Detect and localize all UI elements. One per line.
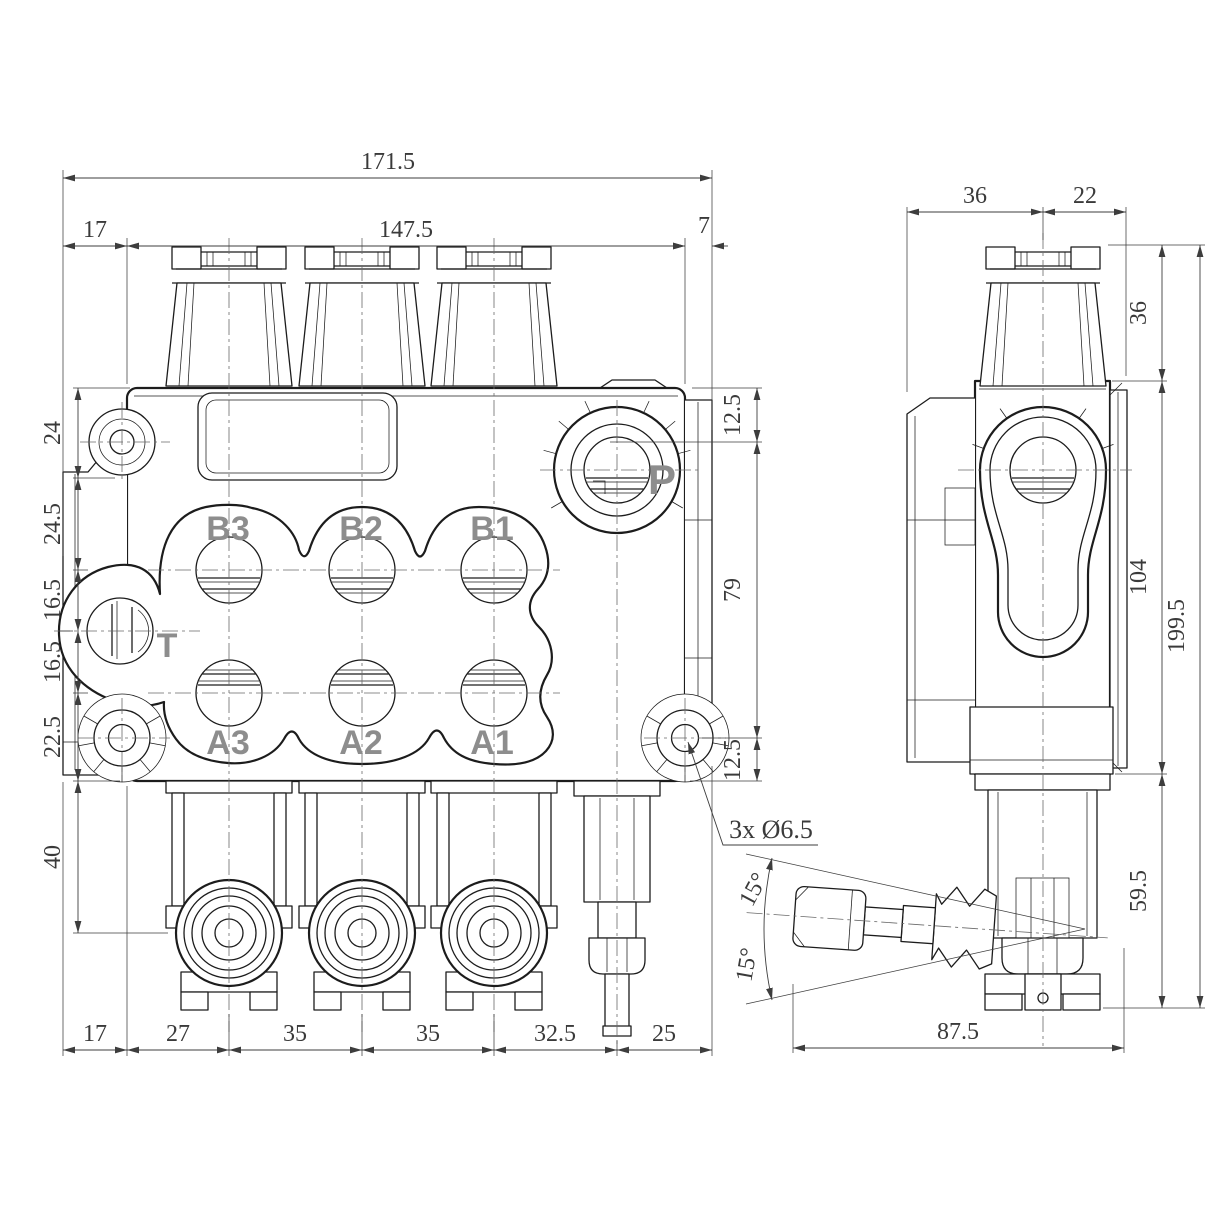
dim-overall-width: 171.5: [361, 149, 415, 175]
dim-left-2: 24.5: [40, 503, 66, 545]
dim-bottom-2: 27: [166, 1021, 190, 1047]
control-lever: [746, 885, 1108, 970]
label-port-b2: B2: [339, 510, 382, 548]
dim-body-width: 147.5: [379, 217, 433, 243]
label-port-p: P: [648, 456, 676, 503]
dim-side-width-right: 22: [1073, 183, 1097, 209]
label-port-a3: A3: [206, 724, 249, 762]
dim-left-5: 22.5: [40, 716, 66, 758]
centerlines-side: [958, 233, 1132, 1046]
mounting-hole-note: 3x Ø6.5: [729, 815, 813, 844]
dim-bottom-4: 35: [416, 1021, 440, 1047]
front-view: B3 B2 B1 A3 A2 A1 T P 171.5 147.5 17 7: [40, 149, 818, 1056]
dim-right-2: 79: [720, 578, 746, 602]
label-port-b3: B3: [206, 510, 249, 548]
dimensions-front: 171.5 147.5 17 7 17 27 35 35: [40, 149, 818, 1056]
dim-right-offset: 7: [698, 213, 710, 239]
label-port-t: T: [157, 627, 178, 665]
dim-bottom-1: 17: [83, 1021, 107, 1047]
dim-left-3: 16.5: [40, 579, 66, 621]
dim-bottom-5: 32.5: [534, 1021, 576, 1047]
dim-angle-up: 15°: [734, 869, 773, 911]
dim-left-6: 40: [40, 845, 66, 869]
dim-left-offset: 17: [83, 217, 107, 243]
spool-housing-side: [974, 773, 1111, 1011]
dimensions-side: 36 22 36 104 59.5 199.5 87.5 15° 15°: [731, 183, 1205, 1053]
dim-left-4: 16.5: [40, 641, 66, 683]
dim-bottom-3: 35: [283, 1021, 307, 1047]
centerlines-front: [54, 238, 726, 1044]
dim-bottom-6: 25: [652, 1021, 676, 1047]
port-labels: B3 B2 B1 A3 A2 A1 T P: [157, 456, 676, 762]
dim-right-1: 12.5: [720, 394, 746, 436]
dim-side-h3: 59.5: [1126, 870, 1152, 912]
dim-left-1: 24: [40, 421, 66, 445]
label-port-a2: A2: [339, 724, 382, 762]
dim-right-3: 12.5: [720, 739, 746, 781]
side-view: 36 22 36 104 59.5 199.5 87.5 15° 15°: [731, 183, 1205, 1053]
dim-side-bottom-width: 87.5: [937, 1019, 979, 1045]
dim-side-width-left: 36: [963, 183, 987, 209]
dim-overall-height: 199.5: [1164, 599, 1190, 653]
dim-side-h2: 104: [1126, 559, 1152, 595]
dim-side-h1: 36: [1126, 301, 1152, 325]
label-port-a1: A1: [470, 724, 513, 762]
dim-angle-down: 15°: [731, 946, 762, 984]
label-port-b1: B1: [470, 510, 513, 548]
